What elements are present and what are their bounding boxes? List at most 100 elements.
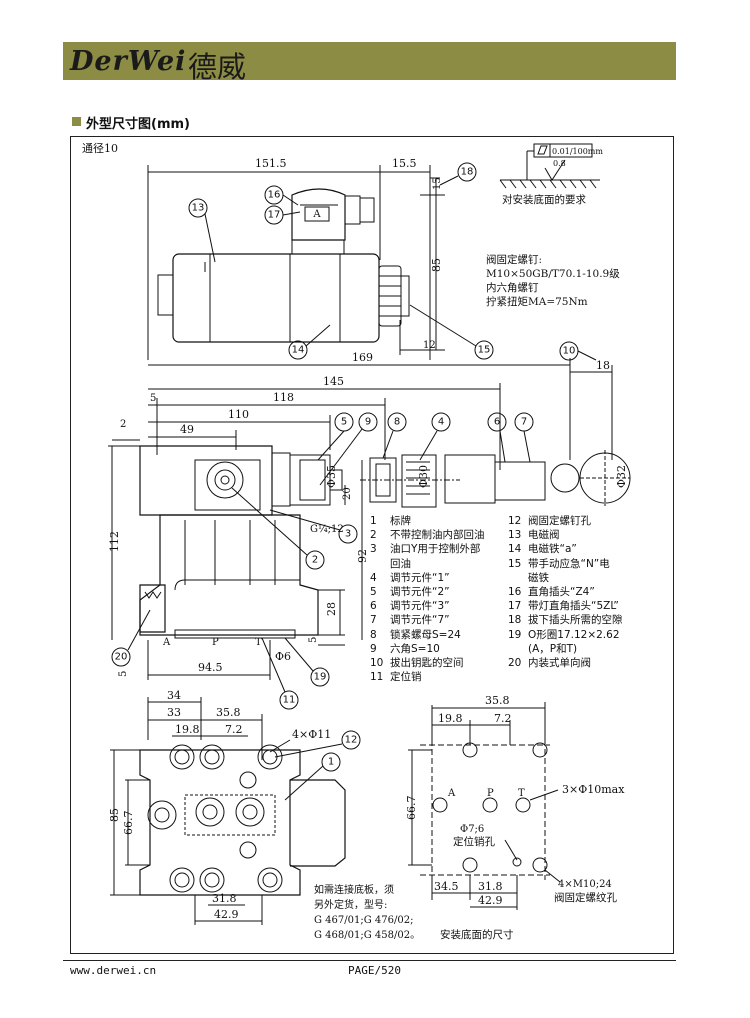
bolt-note-line: 拧紧扭矩MA=75Nm <box>486 296 588 308</box>
mount-dim-19-8: 19.8 <box>438 712 463 725</box>
legend-item-number: 18 <box>508 614 522 627</box>
legend-item-text: 回油 <box>390 557 411 570</box>
dim-5-top: 5 <box>150 393 156 404</box>
callout-8: 8 <box>382 412 407 459</box>
svg-text:17: 17 <box>268 210 281 221</box>
callout-3: 3 <box>269 509 358 544</box>
legend-item-number: 15 <box>508 557 522 570</box>
svg-text:14: 14 <box>292 345 305 356</box>
legend-item-number: 4 <box>370 571 377 584</box>
mount-caption: 安装底面的尺寸 <box>440 928 514 941</box>
mount-pin-hole-label: 定位销孔 <box>453 835 495 848</box>
svg-text:3: 3 <box>345 529 351 540</box>
plan-dim-35-8: 35.8 <box>216 706 241 719</box>
mount-phi10: 3×Φ10max <box>562 783 625 796</box>
callout-4: 4 <box>419 412 451 461</box>
legend-item-number: 1 <box>370 515 377 527</box>
legend-item-number: 16 <box>508 586 522 599</box>
legend-item-text: 调节元件“3” <box>390 600 450 613</box>
footer-url[interactable]: www.derwei.cn <box>70 964 157 977</box>
subplate-note-line: G 467/01;G 476/02; <box>314 915 414 926</box>
brand-logo: DerWei <box>70 46 187 77</box>
mount-port-t: T <box>518 788 525 799</box>
mount-screw-holes-label: 阀固定螺纹孔 <box>554 891 617 904</box>
section-title: 外型尺寸图(mm) <box>86 117 190 132</box>
roughness-spec: 0.8 <box>553 159 566 168</box>
mount-dim-66-7: 66.7 <box>405 796 418 821</box>
legend-item-text: 不带控制油内部回油 <box>390 529 485 542</box>
dim-20: 20 <box>342 487 353 500</box>
svg-text:5: 5 <box>341 417 347 428</box>
footer-rule <box>63 960 676 961</box>
svg-text:19: 19 <box>314 672 327 683</box>
svg-text:16: 16 <box>268 190 281 201</box>
mount-port-p: P <box>487 788 494 799</box>
legend-item-text: O形圈17.12×2.62 <box>528 628 620 641</box>
svg-text:10: 10 <box>563 346 576 357</box>
svg-text:A: A <box>312 209 321 220</box>
subplate-note-line: G 468/01;G 458/02。 <box>314 930 421 941</box>
mount-dim-42-9: 42.9 <box>478 894 503 907</box>
dim-15-5: 15.5 <box>392 157 417 170</box>
brand-logo-chinese: 德威 <box>188 50 247 84</box>
dim-5-left: 5 <box>118 671 129 677</box>
plan-holes: 4×Φ11 <box>292 728 331 741</box>
dim-28: 28 <box>325 602 338 616</box>
legend-item-text: 带手动应急“N”电 <box>528 557 610 570</box>
svg-text:13: 13 <box>192 203 205 214</box>
dim-49: 49 <box>180 423 194 436</box>
legend-item-number: 20 <box>508 657 522 670</box>
mount-port-a: A <box>447 788 456 799</box>
callout-16: 16 <box>264 185 299 206</box>
mount-dim-31-8: 31.8 <box>478 880 503 893</box>
legend-item-text: (A，P和T) <box>528 642 578 655</box>
bolt-note-line: M10×50GB/T70.1-10.9级 <box>486 268 620 280</box>
subplate-note: 如需连接底板，须另外定货，型号:G 467/01;G 476/02;G 468/… <box>314 883 420 943</box>
dim-5-right: 5 <box>308 637 319 643</box>
bolt-spec-note: 阀固定螺钉:M10×50GB/T70.1-10.9级内六角螺钉拧紧扭矩MA=75… <box>486 253 620 309</box>
dim-92: 92 <box>356 549 369 563</box>
legend-item-text: 拔出钥匙的空间 <box>390 657 464 670</box>
legend-item: 1 标牌 <box>370 514 485 528</box>
plan-dim-33: 33 <box>167 706 181 719</box>
dim-18: 18 <box>596 359 610 372</box>
legend-item-text: 直角插头“Z4” <box>528 586 595 599</box>
callouts: 13 16 17 18 14 15 10 5 9 8 4 6 7 3 2 20 … <box>111 162 597 801</box>
mount-dim-35-8: 35.8 <box>485 694 510 707</box>
callout-2: 2 <box>231 487 325 570</box>
legend-item-text: 标牌 <box>390 515 411 527</box>
callout-17: 17 <box>264 205 301 225</box>
legend-item-number: 13 <box>508 529 522 542</box>
plan-dim-85: 85 <box>108 808 121 822</box>
plan-view: 34 33 35.8 19.8 7.2 85 66.7 31. <box>108 689 346 925</box>
surface-requirement: 0.01/100mm 0.8 对安装底面的要求 <box>499 143 603 206</box>
mount-dim-34-5: 34.5 <box>434 880 459 893</box>
dim-phi30: Φ30 <box>417 465 430 488</box>
legend-item-number: 9 <box>370 642 377 655</box>
bolt-note-line: 内六角螺钉 <box>486 282 539 294</box>
dim-110: 110 <box>228 408 249 421</box>
plan-dim-19-8: 19.8 <box>175 723 200 736</box>
legend-item-text: 调节元件“2” <box>390 586 450 599</box>
mount-dim-7-2: 7.2 <box>494 712 512 725</box>
dim-94-5: 94.5 <box>198 661 223 674</box>
dim-2: 2 <box>120 419 126 430</box>
solenoid-side-view: 151.5 15.5 15 85 12 A <box>147 157 445 360</box>
legend-item-text: 调节元件“7” <box>390 614 450 627</box>
legend-item-number: 7 <box>370 614 377 627</box>
svg-text:20: 20 <box>115 652 128 663</box>
callout-19: 19 <box>284 637 330 687</box>
port-g14: G¼;12 <box>310 524 344 535</box>
legend-item-text: 电磁铁“a” <box>528 543 577 556</box>
